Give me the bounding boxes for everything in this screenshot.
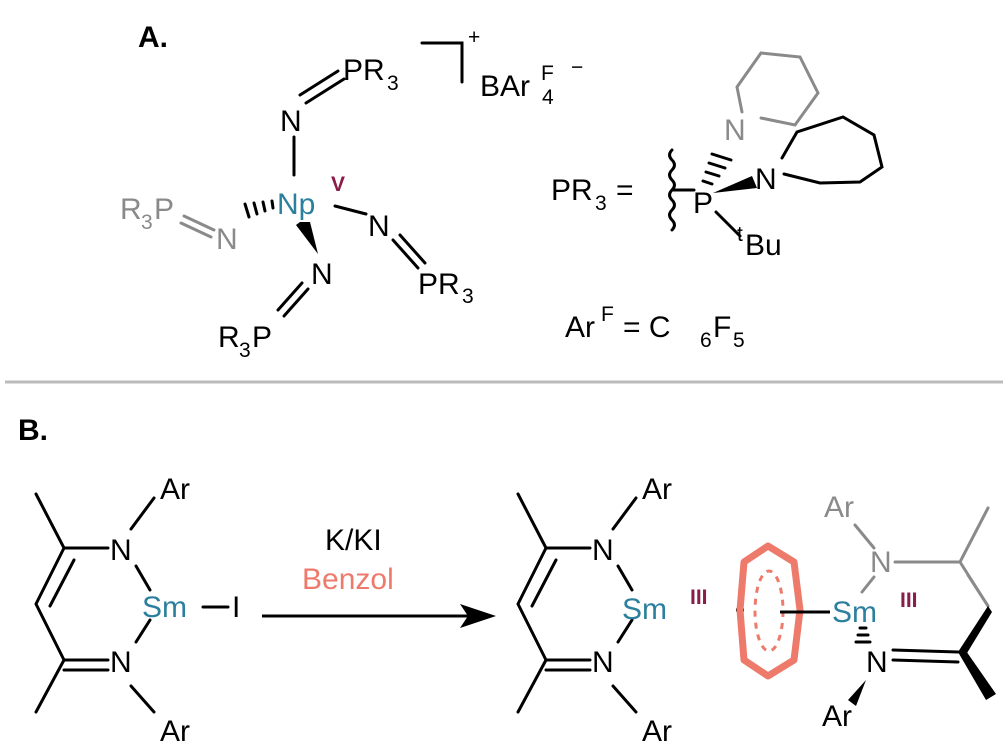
pr3-right-sub: 3 — [462, 285, 474, 308]
benzene-outline — [736, 542, 804, 680]
np-n-bond-right — [333, 204, 368, 216]
reaction-arrow-head — [460, 604, 496, 628]
arf-eq: = C — [623, 311, 671, 344]
counterion-sup: F — [541, 62, 554, 85]
reactant-n-ar-top-bond — [129, 496, 156, 531]
arf-sub2: 5 — [733, 329, 745, 352]
product-ar-n-right-top-bond — [853, 523, 876, 550]
n-top: N — [280, 105, 302, 138]
product-right-backbone-top — [893, 506, 990, 608]
product-n-sm-bonds — [616, 564, 634, 644]
product-n-sm-right-top-bond — [860, 575, 876, 594]
phos-p: P — [693, 187, 713, 220]
np-oxidation-state: V — [331, 173, 345, 196]
n-p-double-bond-right — [391, 233, 427, 270]
panel-a-label: A. — [138, 21, 168, 54]
reactant-n-top: N — [110, 534, 132, 567]
wedge-bond-right-n — [713, 176, 757, 193]
arf-f: F — [713, 311, 731, 344]
counterion-charge: − — [571, 56, 583, 79]
reactant-backbone-bottom — [34, 658, 110, 714]
product-sm-left: Sm — [622, 593, 667, 626]
n-left: N — [216, 223, 238, 256]
counterion-sub: 4 — [542, 86, 554, 109]
reactant-n-ar-bottom-bond — [129, 684, 156, 714]
r3p-bottom-sub: 3 — [239, 339, 251, 362]
iodine: I — [232, 591, 240, 624]
reactant-sm: Sm — [142, 591, 187, 624]
product-right-imine — [891, 648, 960, 664]
benzene-aromatic-circle — [753, 569, 785, 653]
n-upper-piperidine: N — [724, 114, 746, 147]
product-ar-right-top: Ar — [824, 491, 854, 524]
pr3-right: PR — [418, 268, 460, 301]
product-n-ar-bottom-bond — [611, 684, 638, 714]
charge-plus: + — [468, 26, 480, 49]
n-right: N — [368, 210, 390, 243]
hashed-bond-upper-n — [701, 152, 733, 186]
product-sm-right-ox: III — [900, 589, 918, 612]
product-n-ar-top-bond — [611, 496, 638, 531]
product-backbone-top — [516, 492, 592, 550]
charge-bracket — [420, 41, 464, 84]
reactant-ar-bottom: Ar — [160, 715, 190, 748]
upper-piperidine-ring — [735, 51, 820, 127]
n-bottom: N — [311, 258, 333, 291]
panel-b-label: B. — [18, 414, 48, 447]
reactant-backbone-mid — [34, 546, 76, 662]
product-backbone-mid — [516, 546, 558, 662]
hashed-bond-left — [243, 199, 275, 219]
arf-sub1: 6 — [700, 329, 712, 352]
reagent-label: K/KI — [325, 524, 382, 557]
arf-main: Ar — [565, 311, 595, 344]
right-piperidine-ring — [780, 115, 884, 185]
wedge-bond-bottom — [296, 222, 318, 254]
product-right-n-ar-wedge — [848, 680, 866, 706]
reactant-n-bottom: N — [110, 646, 132, 679]
n-p-double-bond-top — [298, 69, 346, 105]
tbu: Bu — [745, 229, 782, 262]
hashed-bond-sm-n-right — [854, 626, 872, 644]
product-sm-left-ox: III — [690, 586, 708, 609]
product-ar-top: Ar — [642, 473, 672, 506]
product-right-wedge-down — [958, 648, 996, 700]
product-right-wedge-up — [958, 606, 992, 658]
reactant-ar-top: Ar — [160, 473, 190, 506]
tbu-sup: t — [737, 223, 743, 246]
product-left-sm: N N Ar Ar Sm III — [516, 473, 744, 748]
product-right-sm: Sm III Ar N N Ar — [822, 491, 996, 733]
product-n-top: N — [592, 534, 614, 567]
p-tbu-bond — [714, 210, 742, 238]
product-n-right-top: N — [870, 546, 892, 579]
pr3-def-sub: 3 — [595, 192, 607, 215]
pr3-top-sub: 3 — [387, 72, 399, 95]
product-n-bottom: N — [592, 646, 614, 679]
product-backbone-bottom — [516, 658, 592, 714]
n-right-piperidine: N — [755, 163, 777, 196]
r3p-bottom-p: P — [252, 321, 272, 354]
counterion-main: BAr — [480, 70, 530, 103]
reactant-backbone-top — [34, 492, 110, 550]
product-ar-bottom: Ar — [642, 715, 672, 748]
r3p-left-sub: 3 — [141, 211, 153, 234]
product-sm-right: Sm — [832, 596, 877, 629]
solvent-label: Benzol — [302, 563, 394, 596]
n-p-double-bond-left — [179, 214, 216, 239]
reactant-sm-iodide: N N Ar Ar Sm I — [34, 473, 240, 748]
product-ar-right-bottom: Ar — [822, 700, 852, 733]
pr3-def-equals: = — [616, 174, 634, 207]
r3p-left-p: P — [154, 193, 174, 226]
np-center: Np — [277, 188, 315, 221]
r3p-left-r: R — [120, 193, 142, 226]
pr3-top: PR — [343, 54, 385, 87]
n-p-double-bond-bottom — [276, 281, 310, 318]
pr3-def: PR — [551, 174, 593, 207]
product-n-right-bottom: N — [866, 646, 888, 679]
reactant-n-sm-bonds — [134, 564, 152, 644]
r3p-bottom-r: R — [218, 321, 240, 354]
arf-sup: F — [601, 303, 614, 326]
